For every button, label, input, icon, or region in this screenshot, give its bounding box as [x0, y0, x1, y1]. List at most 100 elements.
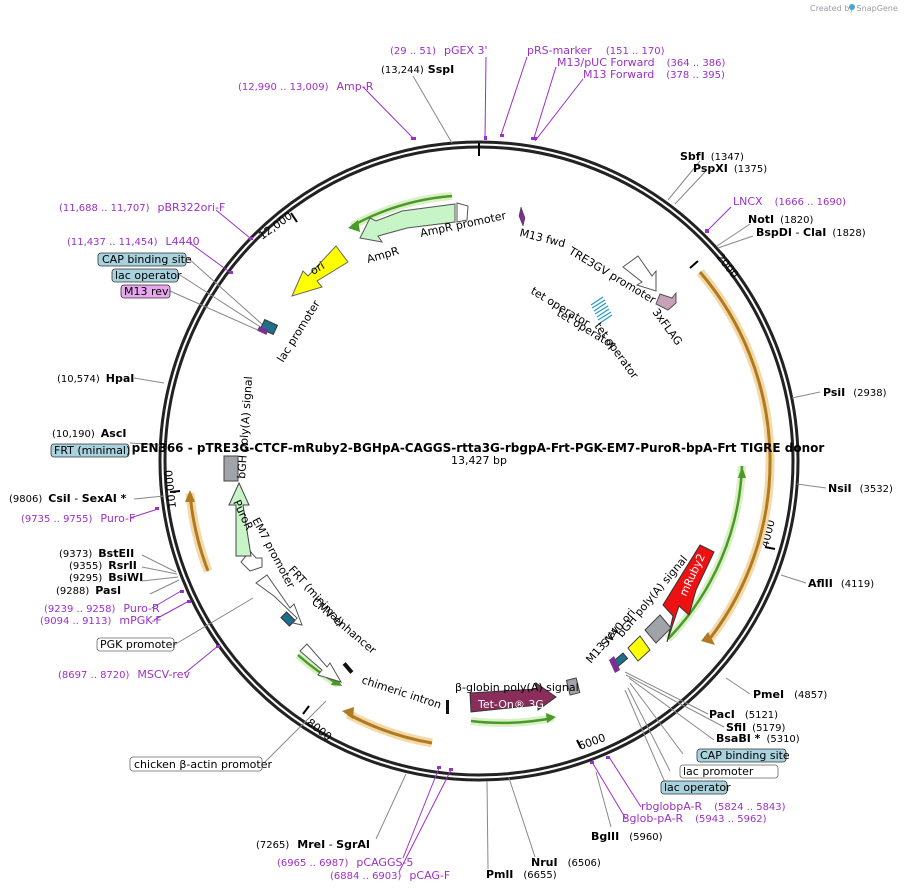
cap-binding-site-left-box[interactable]	[97, 252, 187, 267]
chimeric-intron-mark	[446, 700, 449, 714]
primer-amp-r[interactable]: (12,990 .. 13,009)Amp-R	[238, 80, 374, 93]
primer-l4440[interactable]: (11,437 .. 11,454)L4440	[67, 235, 200, 248]
flag-feature	[655, 291, 677, 311]
primer-pbr322ori-f[interactable]: (11,688 .. 11,707)pBR322ori-F	[59, 201, 225, 214]
primer-m13-puc-forward[interactable]: M13/pUC Forward(364 .. 386)	[557, 56, 725, 69]
enzyme-sbfi[interactable]: SbfI(1347)	[680, 150, 744, 163]
enzyme-psii[interactable]: PsiI(2938)	[823, 386, 887, 399]
green-arc-right	[667, 465, 744, 640]
lac-operator-right-box[interactable]	[660, 780, 728, 795]
cap-binding-site-right-box[interactable]	[696, 748, 787, 763]
primer-m13-forward[interactable]: M13 Forward(378 .. 395)	[583, 68, 725, 81]
lac-promoter-right-label: lac promoter	[683, 765, 754, 778]
primer-puro-f[interactable]: (9735 .. 9755)Puro-F	[21, 512, 135, 525]
enzyme-pmli[interactable]: PmlI(6655)	[486, 868, 557, 881]
green-arc-right-head	[738, 466, 746, 478]
flag-label: 3xFLAG	[650, 306, 685, 348]
enzyme-pspxi[interactable]: PspXI(1375)	[693, 162, 767, 175]
plasmid-size: 13,427 bp	[451, 454, 507, 467]
tre3gv-promoter-arrow	[622, 255, 657, 292]
primer-ticks	[155, 134, 709, 771]
cmv-enhancer-arrow	[299, 643, 343, 683]
enzyme-noti[interactable]: NotI(1820)	[748, 213, 813, 226]
tick-8000	[302, 705, 310, 715]
enzyme-bsteii[interactable]: (9373)BstEII	[59, 547, 134, 560]
primer-pcaggs-5[interactable]: (6965 .. 6987)pCAGGS-5	[277, 856, 413, 869]
tick-6000	[576, 739, 582, 749]
ampr-label: AmpR	[365, 244, 401, 266]
enzyme-rsrii[interactable]: (9355)RsrII	[69, 559, 137, 572]
lac-operator-left-box[interactable]	[111, 268, 179, 283]
tet-on-3g-label: Tet-On® 3G	[477, 698, 544, 711]
enzyme-pasi[interactable]: (9288)PasI	[56, 584, 121, 597]
ctcf-arc-head	[701, 632, 715, 645]
bgh-polya-left-label: bGH poly(A) signal	[235, 376, 255, 479]
pgk-promoter-box[interactable]	[96, 637, 175, 652]
primer-pcag-f[interactable]: (6884 .. 6903)pCAG-F	[330, 869, 450, 882]
tet-operator-label-3: tet operator	[592, 320, 642, 382]
orange-arc-bottom-halo	[345, 710, 433, 748]
primer-mpgk-f[interactable]: (9094 .. 9113)mPGK-F	[40, 614, 162, 627]
snapgene-logo-icon	[849, 4, 855, 10]
enzyme-pmei[interactable]: PmeI(4857)	[753, 688, 827, 701]
frt-minimal-box[interactable]	[50, 443, 130, 458]
primer-puro-r[interactable]: (9239 .. 9258)Puro-R	[44, 602, 160, 615]
enzyme-csii-sexai[interactable]: (9806)CsiI - SexAI *	[9, 492, 127, 505]
primer-lncx[interactable]: LNCX(1666 .. 1690)	[733, 195, 846, 208]
enzyme-sspi[interactable]: (13,244)SspI	[381, 63, 454, 76]
bgh-polya-right-feature	[644, 614, 672, 644]
sv40-ori-feature	[627, 635, 651, 662]
enzyme-bsiwi[interactable]: (9295)BsiWI	[69, 571, 143, 584]
ori-arrow	[291, 245, 349, 297]
m13-rev-left-mark	[257, 326, 269, 335]
tick-label-8000: 8000	[304, 716, 334, 743]
beta-globin-polya-feature	[565, 677, 581, 696]
enzyme-nrui[interactable]: NruI(6506)	[531, 856, 601, 869]
enzyme-asci[interactable]: (10,190)AscI	[52, 427, 126, 440]
primer-rbglobpa-r[interactable]: rbglobpA-R(5824 .. 5843)	[641, 800, 786, 813]
frt-minimal-box-label: FRT (minimal)	[54, 444, 130, 457]
enzyme-leaders	[129, 75, 827, 870]
lac-promoter-right-box[interactable]	[679, 764, 779, 779]
enzyme-aflii[interactable]: AflII(4119)	[808, 577, 874, 590]
m13-fwd-label: M13 fwd	[518, 226, 566, 250]
cmv-enhancer-end-mark	[342, 662, 354, 674]
enzyme-nsii[interactable]: NsiI(3532)	[828, 482, 893, 495]
primer-bglob-pa-r[interactable]: Bglob-pA-R(5943 .. 5962)	[622, 812, 767, 825]
bgh-polya-left-feature	[223, 455, 239, 482]
enzyme-bglii[interactable]: BglII(5960)	[591, 830, 663, 843]
tick-12000	[290, 212, 298, 223]
m13-rev-left-label: M13 rev	[124, 285, 169, 298]
puror-label: PuroR	[230, 498, 255, 533]
primer-prs-marker[interactable]: pRS-marker(151 .. 170)	[527, 44, 665, 57]
lac-operator-left-label: lac operator	[115, 269, 182, 282]
tick-label-2000: 2000	[714, 251, 741, 281]
enzyme-sfii[interactable]: SfiI(5179)	[726, 721, 786, 734]
ampr-promoter-arrow	[456, 202, 469, 223]
enzyme-bsabi[interactable]: BsaBI *(5310)	[716, 732, 800, 745]
mruby2-arrow	[662, 544, 715, 643]
lac-operator-right-label: lac operator	[664, 781, 731, 794]
enzyme-paci[interactable]: PacI(5121)	[709, 708, 778, 721]
m13-rev-left-box[interactable]	[120, 284, 171, 299]
ampr-orf-line	[351, 194, 453, 228]
lac-promoter-label: lac promoter	[275, 298, 324, 365]
primer-mscv-rev[interactable]: (8697 .. 8720)MSCV-rev	[58, 668, 190, 681]
tet-on-3g-arrow	[469, 681, 557, 713]
boxed-labels: CAP binding site lac operator M13 rev FR…	[50, 252, 790, 795]
chicken-actin-promoter-box[interactable]	[129, 756, 263, 772]
enzyme-mrei-sgrai[interactable]: (7265)MreI - SgrAI	[256, 838, 370, 851]
primer-labels: (29 .. 51)pGEX 3' pRS-marker(151 .. 170)…	[21, 44, 846, 882]
tet-operators	[590, 296, 613, 324]
primer-pgex3[interactable]: (29 .. 51)pGEX 3'	[390, 44, 487, 57]
ampr-orf-head	[348, 220, 360, 232]
plasmid-name: pEN366 - pTRE3G-CTCF-mRuby2-BGHpA-CAGGS-…	[132, 441, 825, 455]
enzyme-bspdi-clai[interactable]: BspDI - ClaI(1828)	[756, 226, 866, 239]
enzyme-hpai[interactable]: (10,574)HpaI	[57, 372, 134, 385]
orange-arc-bottom	[347, 712, 433, 745]
orange-arc-bottom-head	[342, 707, 354, 719]
cmv-enhancer-label: CMV enhancer	[309, 595, 379, 657]
cap-binding-site-right-label: CAP binding site	[700, 749, 790, 762]
primer-leaders	[129, 56, 732, 873]
m13-rev-right-mark	[609, 656, 620, 673]
